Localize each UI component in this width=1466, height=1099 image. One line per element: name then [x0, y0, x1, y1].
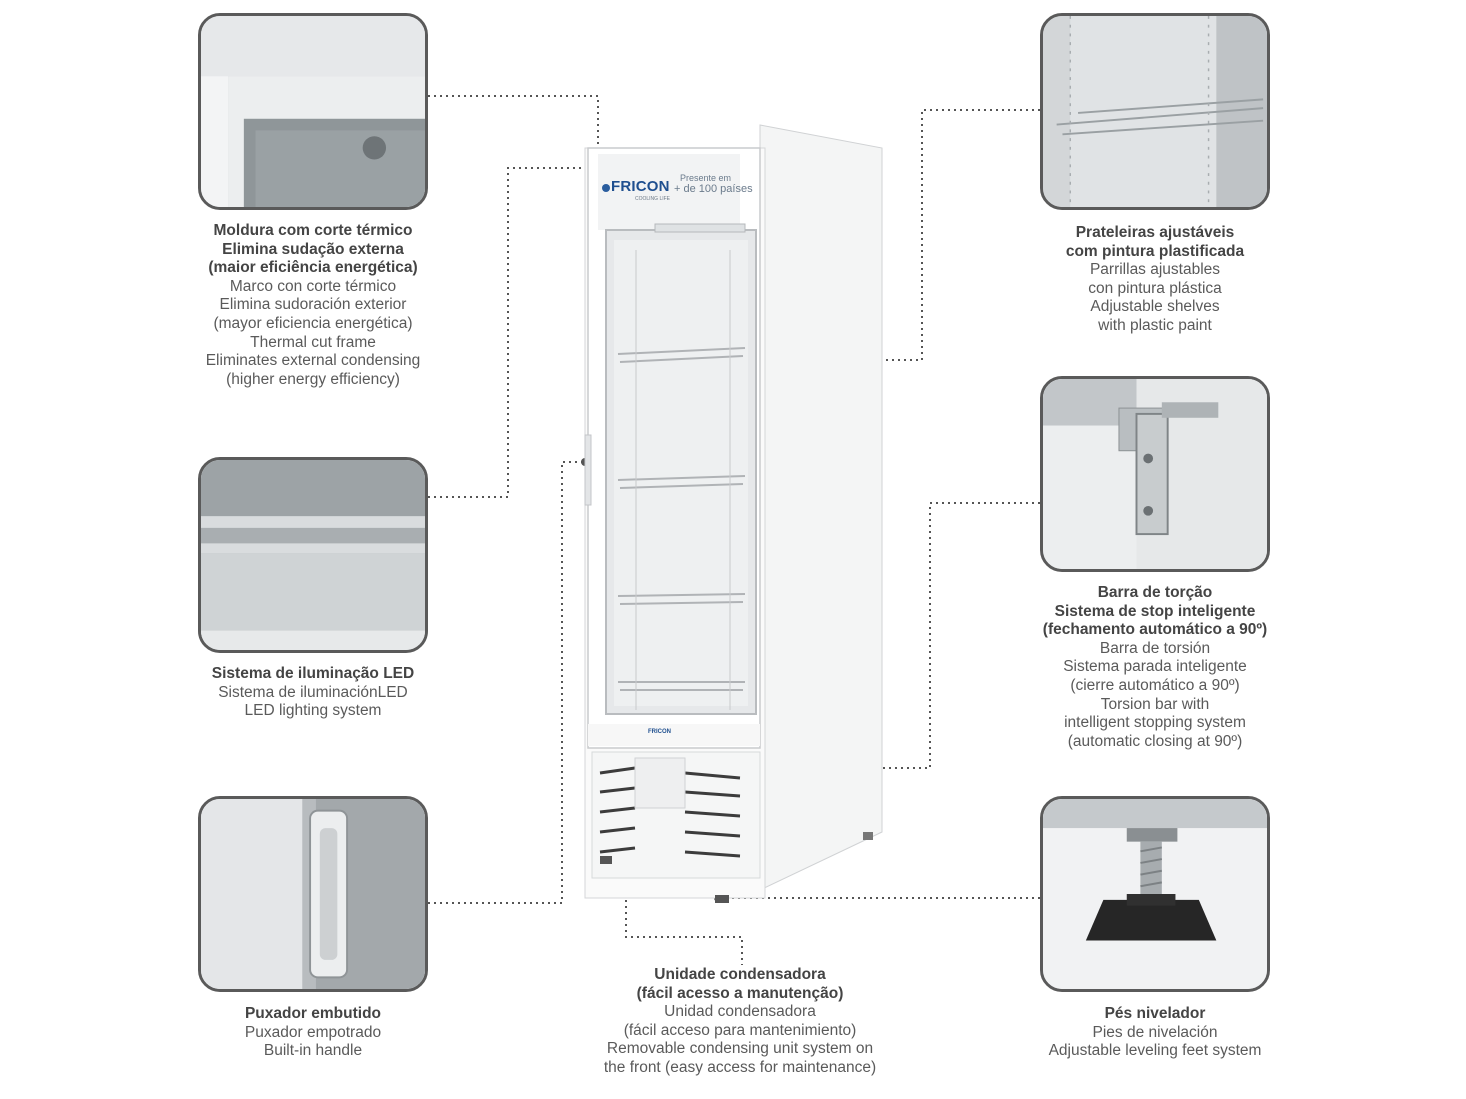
banner-line1: Presente em: [680, 173, 732, 183]
frame-text-5: Eliminates external condensing: [205, 352, 421, 370]
thumb-led-lighting: [198, 457, 428, 653]
frame-title-2: Elimina sudação externa: [222, 240, 404, 258]
thumb-torsion-bar: [1040, 376, 1270, 572]
torsion-text-6: (automatic closing at 90º): [1067, 732, 1243, 750]
torsion-title-2: Sistema de stop inteligente: [1054, 602, 1256, 620]
caption-leveling-feet: Pés nivelador Pies de nivelación Adjusta…: [1000, 1005, 1310, 1061]
caption-adjustable-shelves: Prateleiras ajustáveis com pintura plast…: [1000, 224, 1310, 336]
handle-text-1: Puxador empotrado: [244, 1023, 382, 1041]
thumb-leveling-feet: [1040, 796, 1270, 992]
condenser-text-1: Unidad condensadora: [664, 1003, 816, 1021]
torsion-title-1: Barra de torção: [1097, 584, 1213, 601]
torsion-text-1: Barra de torsión: [1099, 639, 1211, 657]
torsion-text-5: intelligent stopping system: [1064, 714, 1246, 732]
condenser-text-3: Removable condensing unit system on: [606, 1040, 874, 1058]
shelves-title-1: Prateleiras ajustáveis: [1075, 224, 1235, 241]
handle-text-2: Built-in handle: [263, 1042, 363, 1060]
fricon-logo-icon: [602, 184, 610, 192]
condenser-text-4: the front (easy access for maintenance): [603, 1058, 877, 1076]
feet-text-2: Adjustable leveling feet system: [1048, 1042, 1262, 1060]
refrigerator-illustration: [584, 124, 883, 903]
shelves-text-2: con pintura plástica: [1088, 279, 1222, 297]
fridge-base-logo: FRICON: [648, 729, 671, 735]
torsion-title-3: (fechamento automático a 90º): [1042, 621, 1268, 639]
handle-title: Puxador embutido: [244, 1005, 382, 1022]
brand-name: FRICON: [611, 178, 670, 195]
frame-text-3: (mayor eficiencia energética): [213, 314, 413, 332]
shelves-text-4: with plastic paint: [1098, 316, 1212, 334]
shelves-title-2: com pintura plastificada: [1065, 242, 1245, 260]
frame-text-2: Elimina sudoración exterior: [219, 296, 407, 314]
caption-torsion-bar: Barra de torção Sistema de stop intelige…: [1000, 584, 1310, 751]
frame-text-1: Marco con corte térmico: [229, 277, 397, 295]
torsion-text-4: Torsion bar with: [1100, 695, 1210, 713]
frame-title-3: (maior eficiência energética): [208, 259, 418, 277]
connector-frame: [428, 95, 599, 152]
frame-title-1: Moldura com corte térmico: [213, 222, 413, 239]
led-text-2: LED lighting system: [244, 702, 382, 720]
fridge-banner: FRICON COOLING LIFE Presente em + de 100…: [598, 158, 753, 224]
condenser-title-2: (fácil acesso a manutenção): [636, 984, 844, 1002]
frame-text-4: Thermal cut frame: [250, 333, 376, 351]
caption-condensing-unit: Unidade condensadora (fácil acesso a man…: [580, 966, 900, 1078]
connector-torsion: [750, 502, 1040, 769]
torsion-text-2: Sistema parada inteligente: [1063, 658, 1247, 676]
led-title: Sistema de iluminação LED: [211, 665, 415, 682]
caption-built-in-handle: Puxador embutido Puxador empotrado Built…: [160, 1005, 466, 1061]
banner-line2: + de 100 países: [674, 183, 753, 195]
condenser-title-1: Unidade condensadora: [654, 966, 826, 983]
frame-text-6: (higher energy efficiency): [226, 370, 400, 388]
feet-title: Pés nivelador: [1104, 1005, 1206, 1022]
feet-text-1: Pies de nivelación: [1092, 1023, 1218, 1041]
shelves-text-1: Parrillas ajustables: [1089, 261, 1221, 279]
thumb-adjustable-shelves: [1040, 13, 1270, 210]
shelves-text-3: Adjustable shelves: [1090, 298, 1220, 316]
thumb-built-in-handle: [198, 796, 428, 992]
connector-handle: [428, 461, 585, 904]
caption-led-lighting: Sistema de iluminação LED Sistema de ilu…: [160, 665, 466, 721]
led-text-1: Sistema de iluminaciónLED: [218, 683, 408, 701]
thumb-thermal-frame: [198, 13, 428, 210]
brand-tagline: COOLING LIFE: [635, 196, 671, 202]
torsion-text-3: (cierre automático a 90º): [1070, 676, 1240, 694]
condenser-text-2: (fácil acceso para mantenimiento): [623, 1021, 857, 1039]
caption-thermal-frame: Moldura com corte térmico Elimina sudaçã…: [160, 222, 466, 389]
